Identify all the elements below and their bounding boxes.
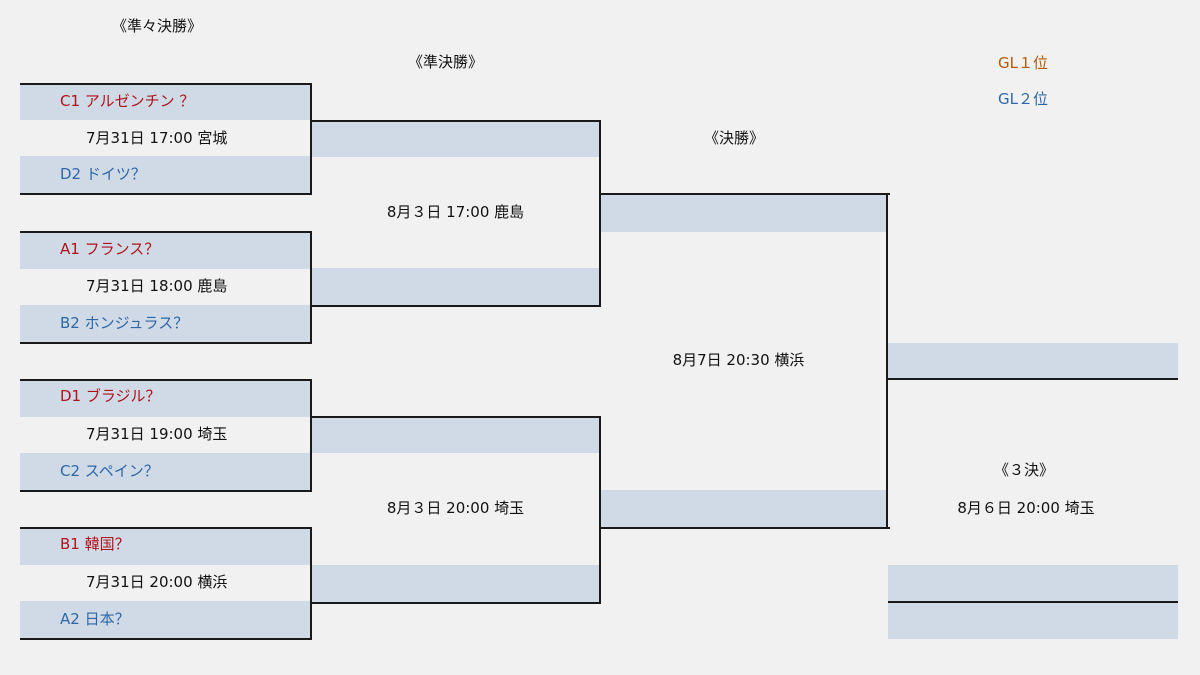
final-top-line	[599, 193, 890, 195]
qf2-match-info: 7月31日 18:00 鹿島	[86, 277, 228, 295]
sf2-connector	[599, 416, 601, 604]
header-third-place: 《３決》	[994, 461, 1055, 479]
final-top-slot	[601, 195, 888, 232]
qf2-team-top: A1 フランス？	[60, 240, 160, 258]
qf4-team-top: B1 韓国？	[60, 535, 130, 553]
qf1-connector	[310, 83, 312, 195]
qf4-top-line	[20, 527, 312, 529]
qf4-match-info: 7月31日 20:00 横浜	[86, 573, 228, 591]
qf2-bottom-slot	[20, 305, 310, 342]
sf2-bottom-line	[310, 602, 601, 604]
qf3-bottom-slot	[20, 453, 310, 490]
sf1-bottom-line	[310, 305, 601, 307]
qf1-top-line	[20, 83, 312, 85]
qf2-top-line	[20, 231, 312, 233]
third-place-match-info: 8月６日 20:00 埼玉	[957, 499, 1095, 517]
header-final: 《決勝》	[704, 129, 765, 147]
qf3-connector	[310, 379, 312, 492]
sf1-bottom-slot	[312, 268, 599, 305]
qf1-bottom-slot	[20, 156, 310, 193]
qf4-bottom-slot	[20, 601, 310, 638]
champion-line	[886, 378, 1178, 380]
header-semifinal: 《準決勝》	[408, 53, 484, 71]
champion-slot	[888, 343, 1178, 379]
qf3-top-line	[20, 379, 312, 381]
sf2-top-slot	[312, 417, 599, 453]
sf2-top-line	[310, 416, 601, 418]
legend-group-first: GL１位	[998, 54, 1048, 72]
sf1-match-info: 8月３日 17:00 鹿島	[386, 203, 525, 221]
qf2-team-bottom: B2 ホンジュラス？	[60, 314, 189, 332]
qf4-top-slot	[20, 529, 310, 565]
qf1-top-slot	[20, 84, 310, 120]
third-place-bottom-slot	[888, 603, 1178, 639]
qf4-bottom-line	[20, 638, 312, 640]
qf3-top-slot	[20, 381, 310, 417]
qf4-connector	[310, 527, 312, 640]
qf2-connector	[310, 231, 312, 344]
qf3-match-info: 7月31日 19:00 埼玉	[86, 425, 228, 443]
qf3-team-bottom: C2 スペイン？	[60, 462, 159, 480]
sf2-bottom-slot	[312, 565, 599, 602]
sf2-match-info: 8月３日 20:00 埼玉	[386, 499, 525, 517]
qf2-top-slot	[20, 233, 310, 269]
sf1-connector	[599, 120, 601, 307]
header-quarterfinal: 《準々決勝》	[112, 17, 203, 35]
third-place-top-slot	[888, 565, 1178, 601]
qf1-match-info: 7月31日 17:00 宮城	[86, 129, 228, 147]
final-bottom-slot	[601, 490, 888, 527]
qf3-team-top: D1 ブラジル？	[60, 387, 161, 405]
sf1-top-line	[310, 120, 601, 122]
final-match-info: 8月7日 20:30 横浜	[672, 351, 805, 369]
qf1-team-top: C1 アルゼンチン ？	[60, 92, 195, 110]
final-bottom-line	[599, 527, 890, 529]
qf2-bottom-line	[20, 342, 312, 344]
sf1-top-slot	[312, 121, 599, 157]
third-place-divider	[888, 601, 1178, 603]
final-connector	[886, 193, 888, 529]
qf4-team-bottom: A2 日本？	[60, 610, 130, 628]
qf1-bottom-line	[20, 193, 312, 195]
legend-group-second: GL２位	[998, 90, 1048, 108]
qf3-bottom-line	[20, 490, 312, 492]
qf1-team-bottom: D2 ドイツ？	[60, 165, 146, 183]
